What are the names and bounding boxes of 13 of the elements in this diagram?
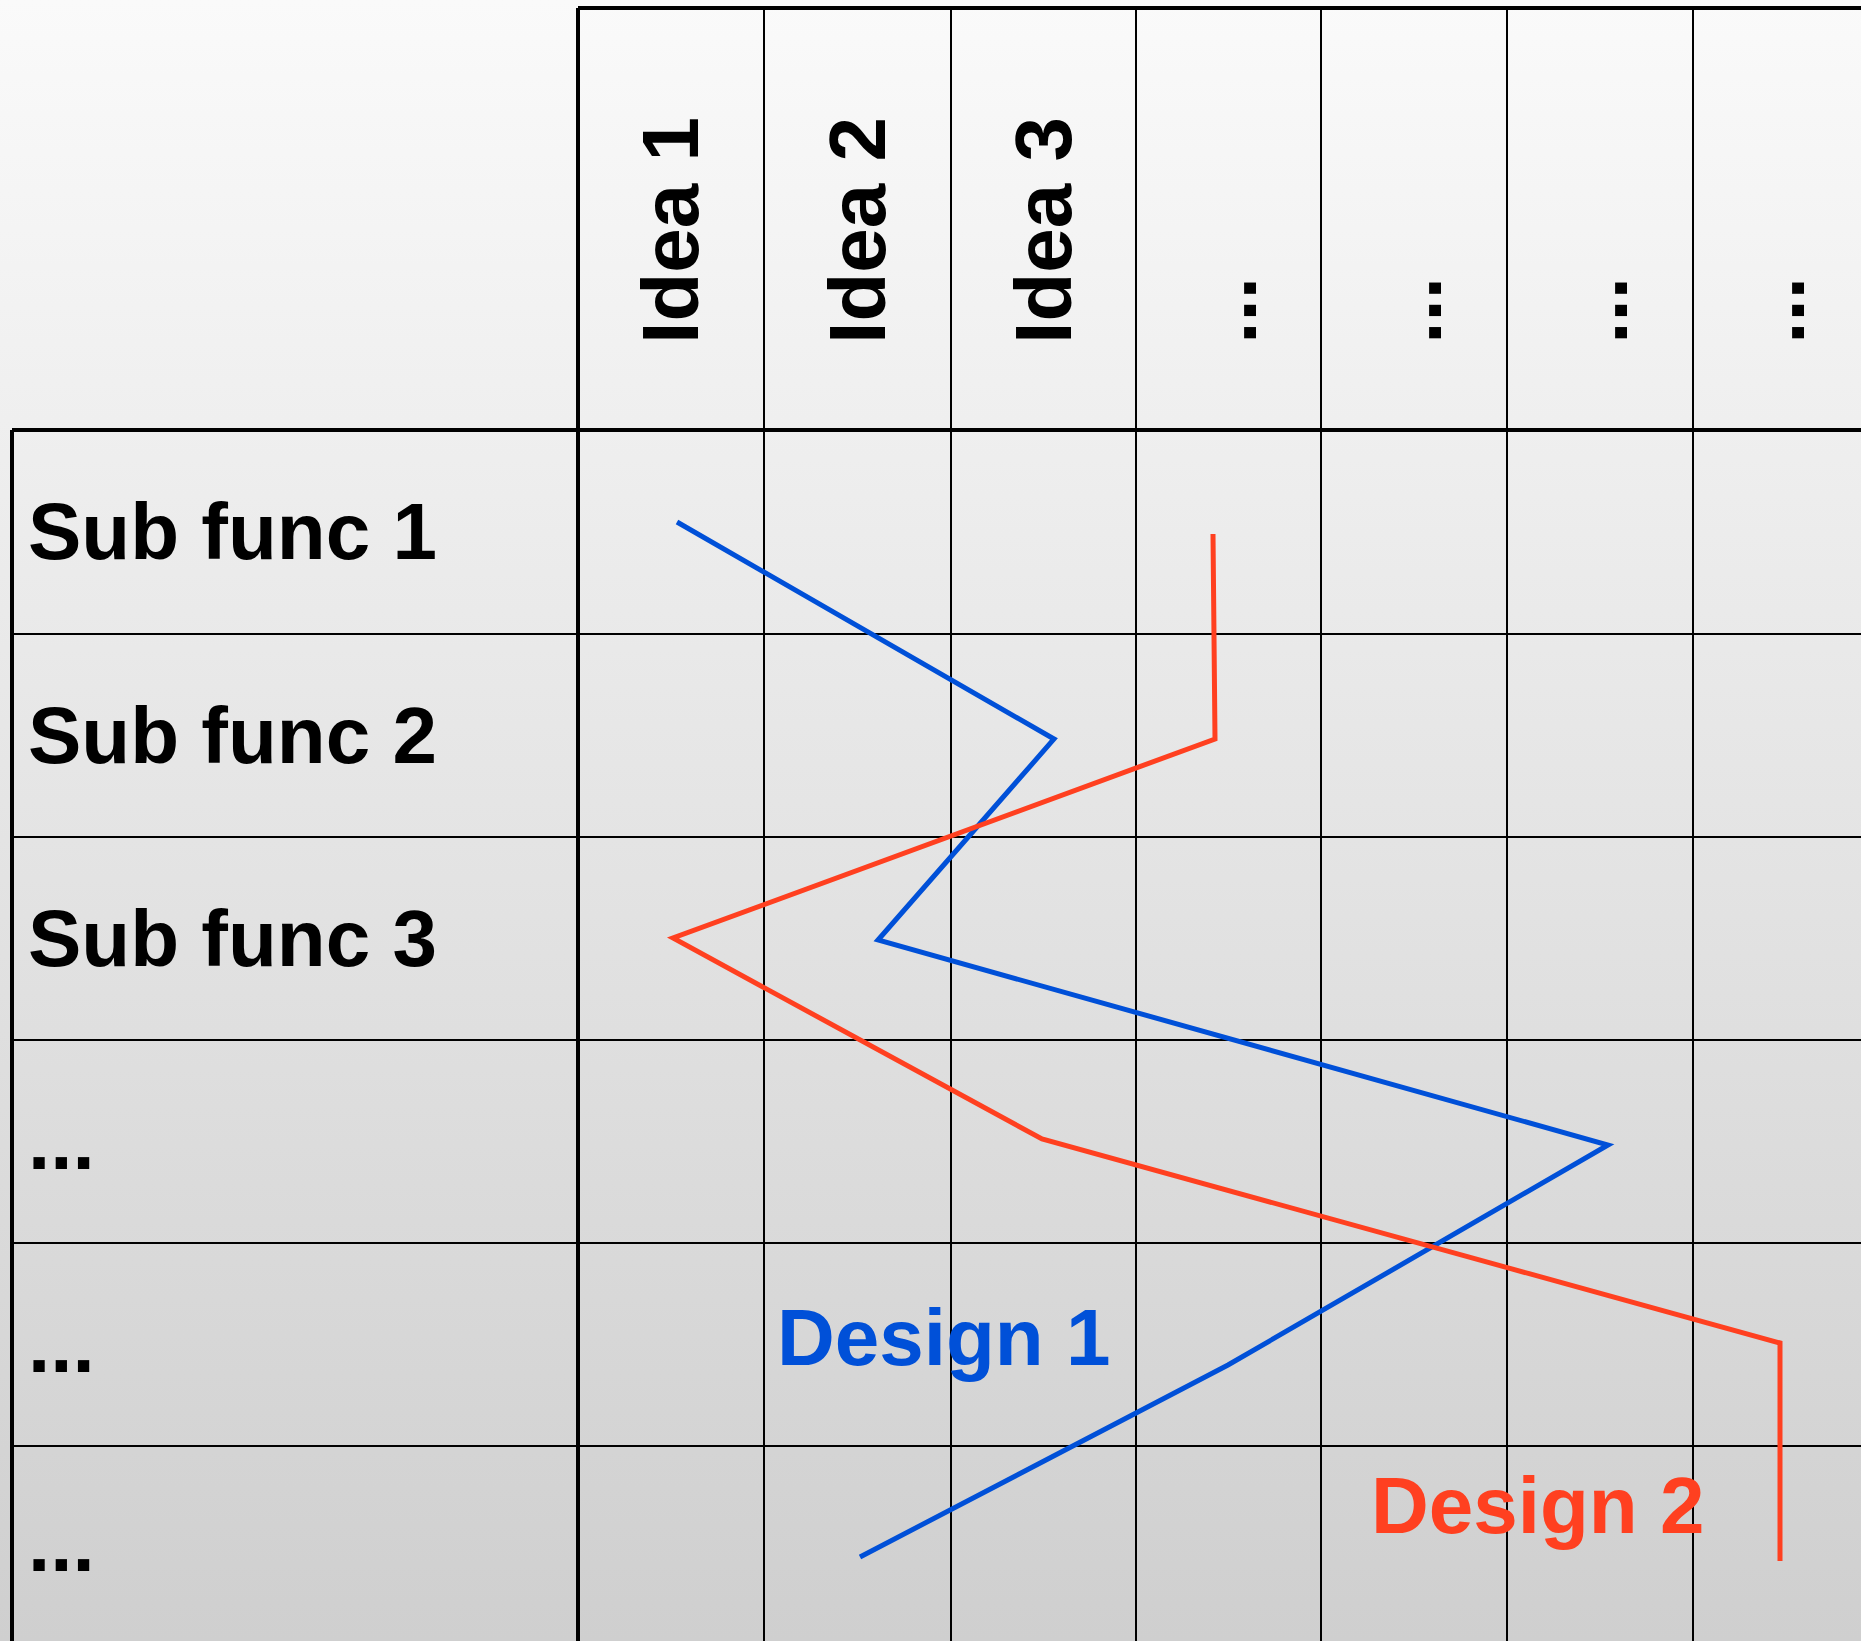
column-header: ... xyxy=(1737,277,1817,344)
row-header: Sub func 3 xyxy=(28,898,437,979)
column-header: ... xyxy=(1188,277,1269,344)
column-header: Idea 3 xyxy=(1003,117,1084,344)
column-header: ... xyxy=(1560,277,1640,344)
row-header: ... xyxy=(28,1304,95,1385)
column-header: Idea 1 xyxy=(631,117,711,344)
column-header: Idea 2 xyxy=(817,117,898,344)
row-header: Sub func 2 xyxy=(28,695,437,776)
row-header: ... xyxy=(28,1503,95,1584)
row-header: Sub func 1 xyxy=(28,492,437,572)
column-header: ... xyxy=(1374,277,1454,344)
row-header: ... xyxy=(28,1101,95,1182)
